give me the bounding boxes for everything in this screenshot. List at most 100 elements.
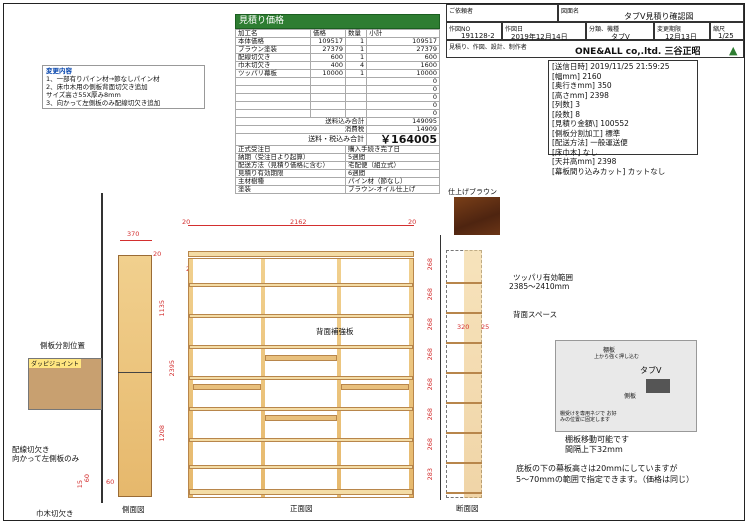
date-label: 作図日: [505, 26, 524, 33]
shelf-movable-label: 棚板移動可能です: [565, 435, 629, 444]
estimate-cell: [235, 77, 311, 86]
estimate-cell: [309, 93, 347, 102]
estimate-cell: [345, 77, 368, 86]
drawing-frame: [3, 3, 745, 521]
estimate-row: 0: [235, 85, 440, 94]
dim-shelf-gap: 268: [426, 288, 434, 301]
dim-left: 20: [182, 218, 191, 226]
total-label: 送料・税込み合計: [234, 133, 368, 146]
front-view-label: 正面図: [290, 504, 313, 513]
dim-shelf-gap: 268: [426, 258, 434, 271]
tabv-label: タブV: [640, 366, 662, 375]
change-line: 1、一部有りパイン材→節なしパイン材: [46, 75, 160, 83]
baseboard-cut-label: 巾木切欠き: [36, 509, 74, 518]
section-shelf: [446, 462, 482, 464]
shelf-board: [189, 407, 413, 411]
dim-lower: 1208: [158, 425, 166, 442]
finish-label: 仕上げブラウン: [448, 188, 497, 196]
estimate-cell: 0: [366, 101, 440, 110]
back-rib-board: [341, 384, 409, 390]
back-rib-label: 背面補強板: [316, 327, 354, 336]
dowel-label: ダッピジョイント: [29, 359, 82, 368]
shelf-pitch-label: 間隔上下32mm: [565, 445, 623, 454]
info-key: 塗装: [234, 185, 347, 194]
back-rib-board: [265, 415, 337, 421]
change-line: 3、向かって左側板のみ配線切欠き追加: [46, 99, 161, 107]
estimate-cell: 10000: [366, 69, 440, 78]
spec-line: [奥行きmm] 350: [552, 81, 612, 90]
spec-box: [送信日時] 2019/11/25 21:59:25 [幅mm] 2160 [奥…: [548, 60, 698, 176]
drawing-name: タブV見積り確認図: [624, 12, 694, 21]
dim-side-width: 370: [127, 230, 140, 238]
estimate-cell: ツッパリ幕板: [235, 69, 311, 78]
estimate-cell: [235, 101, 311, 110]
logo-icon: ▲: [729, 44, 738, 57]
info-row: 塗装ブラウン-オイル仕上げ: [234, 185, 440, 194]
dim-right: 20: [408, 218, 417, 226]
estimate-cell: [345, 101, 368, 110]
doc-no-label: 作図NO: [449, 26, 471, 33]
estimate-cell: [309, 77, 347, 86]
maker-label: 見積り、作図、設計、制作者: [449, 44, 527, 51]
drawing-name-label: 図面名: [561, 8, 580, 15]
side-view-label: 側面図: [122, 505, 145, 514]
dim-shelf-gap: 268: [426, 438, 434, 451]
bottom-board: [189, 489, 413, 495]
side-split-label: 側板分割位置: [40, 341, 85, 350]
estimate-cell: 1: [345, 69, 368, 78]
dim-upper: 1135: [158, 300, 166, 317]
dim-depth: 320: [457, 323, 470, 331]
estimate-cell: 10000: [309, 69, 347, 78]
dowel-photo: ダッピジョイント: [28, 358, 102, 410]
section-shelf: [446, 492, 482, 494]
dim-shelf-gap: 268: [426, 348, 434, 361]
category-cell: 分類、機種 タブV: [586, 22, 654, 41]
category: タブV: [611, 33, 630, 41]
category-label: 分類、機種: [589, 26, 620, 33]
side-panel: [118, 255, 152, 497]
change-label: 変更期限: [657, 26, 682, 33]
section-shelf: [446, 312, 482, 314]
top-board: [188, 251, 414, 257]
drawing-name-cell: 図面名 タブV見積り確認図: [558, 4, 744, 22]
dim-shelf-gap: 283: [426, 468, 434, 481]
total-value: ￥164005: [366, 133, 440, 146]
bottom-note-2: 5～70mmの範囲で指定できます。（価格は同じ）: [516, 475, 695, 484]
scale-cell: 縮尺 1/25: [710, 22, 744, 40]
doc-no: 191128-2: [461, 32, 495, 40]
spec-line: [列数] 3: [552, 100, 581, 109]
sideboard-label: 側板: [624, 393, 637, 400]
change-line: 2、床巾木用の側板背面切欠き追加: [46, 83, 148, 91]
dim-line: [120, 240, 152, 251]
spec-line: [見積り金額\] 100552: [552, 119, 629, 128]
estimate-cell: [235, 109, 311, 118]
estimate-cell: [309, 101, 347, 110]
shelf-note: 上から強く押し込む: [594, 354, 640, 360]
scale-label: 縮尺: [713, 26, 726, 33]
spec-line: [床巾木] なし: [552, 147, 598, 157]
change-date: 12月13日: [665, 33, 697, 41]
shelf-label: 棚板: [603, 347, 616, 354]
tension-range-value: 2385～2410mm: [509, 282, 570, 291]
maker: ONE&ALL co,.ltd. 三谷正昭: [575, 47, 701, 57]
wiring-sub-label: 向かって左側板のみ: [12, 454, 80, 463]
date: 2019年12月14日: [511, 33, 568, 41]
section-shelf: [446, 432, 482, 434]
date-cell: 作図日 2019年12月14日: [502, 22, 586, 41]
customer-label: ご依頼者: [449, 8, 474, 15]
section-shelf: [446, 372, 482, 374]
spec-line: [幕板間り込みカット] カットなし: [552, 166, 666, 176]
shelf-board: [189, 314, 413, 318]
info-key: 主材樹種: [234, 177, 347, 186]
spec-line: [側板分割加工] 標準: [552, 128, 621, 138]
scale: 1/25: [718, 32, 734, 40]
spec-line: [送信日時] 2019/11/25 21:59:25: [552, 62, 670, 71]
change-line: サイズ高さ55X厚み8mm: [46, 91, 121, 99]
section-shelf: [446, 342, 482, 344]
section-side: [464, 250, 482, 498]
estimate-cell: 0: [366, 77, 440, 86]
dim-cut-h2: 60: [83, 474, 91, 483]
estimate-row: 0: [235, 101, 440, 110]
